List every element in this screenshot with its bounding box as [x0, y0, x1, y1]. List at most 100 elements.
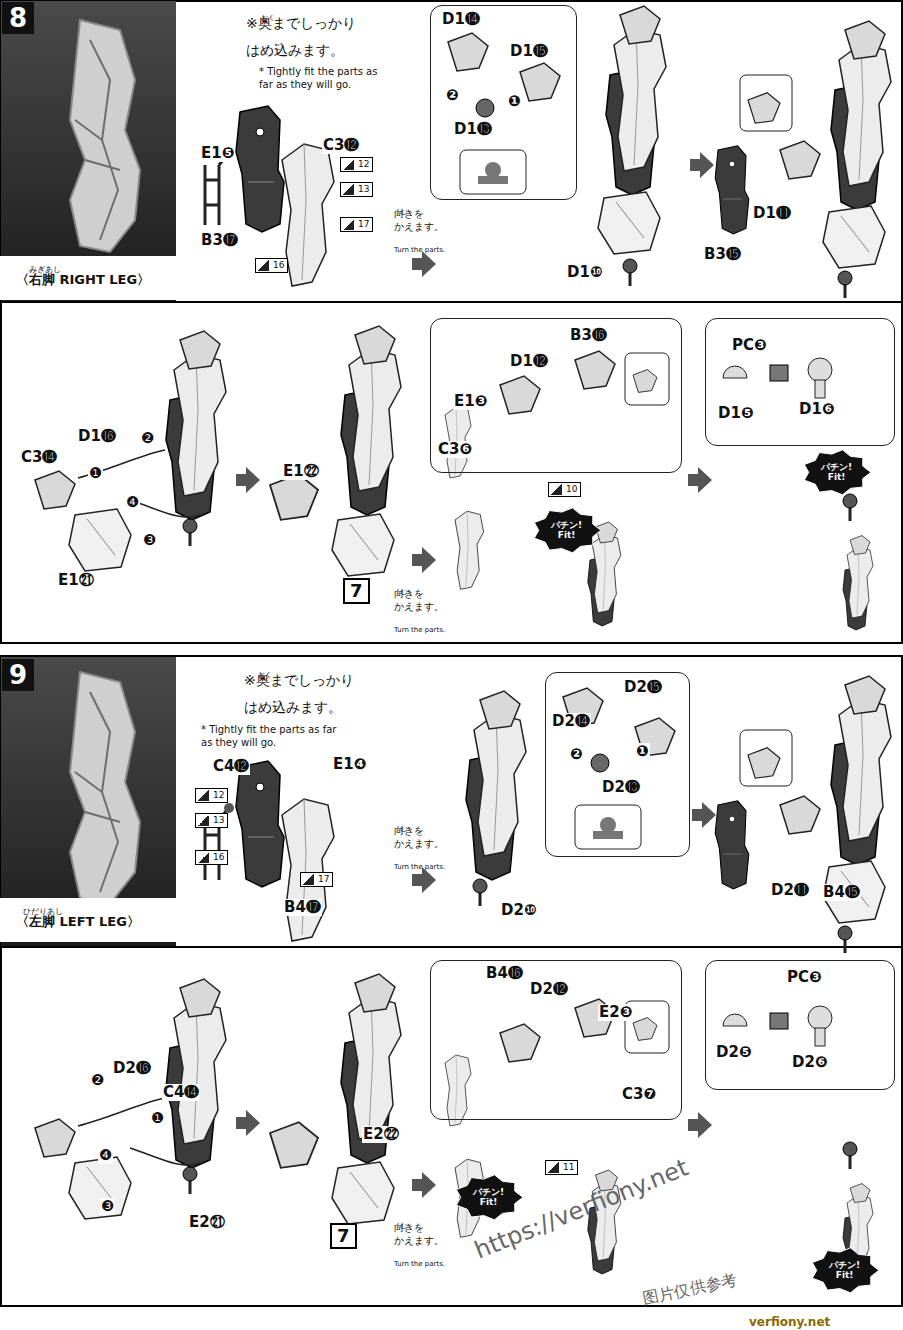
label-slot: C3⓬ — [322, 135, 360, 154]
order-number: ❸ — [100, 1198, 115, 1215]
turn-note-english: Turn the parts. — [393, 626, 446, 634]
fit-text: パチン! — [821, 462, 852, 472]
leg-title-band: 〈右脚 RIGHT LEG〉 — [0, 256, 176, 300]
gate-number: 12 — [213, 789, 224, 802]
part-label: B4⓰ — [485, 965, 524, 982]
fit-burst: パチン!Fit! — [818, 460, 855, 485]
label-slot: D2❿ — [500, 900, 538, 919]
inset-text-slot: D2⓮ — [551, 713, 591, 730]
step-reference-box: 7 — [343, 578, 370, 604]
part-label: ❶ — [635, 743, 650, 760]
gate-marker: 17 — [340, 217, 373, 232]
label-slot: C3⓮ — [20, 447, 58, 466]
turn-note: 向きを かえます。 — [393, 588, 447, 613]
part-label: B3⓱ — [200, 232, 239, 249]
order-number: ❹ — [98, 1147, 113, 1164]
label-slot: C4⓬ — [212, 756, 250, 775]
step-reference-box: 7 — [330, 1223, 357, 1249]
arrow-use — [688, 467, 712, 493]
part-label: D1❻ — [798, 401, 836, 418]
arrow-use — [236, 1110, 260, 1136]
label-slot: みぎあし — [28, 257, 62, 276]
order-number: ❸ — [142, 532, 157, 549]
gate-number: 13 — [358, 183, 369, 196]
part-label: D1⓮ — [441, 11, 481, 28]
inset-text-slot: D2❻ — [791, 1054, 829, 1071]
label-slot: ❶ — [88, 463, 103, 482]
part-label: D1⓬ — [509, 353, 549, 370]
inset-text-slot: D1❻ — [798, 401, 836, 418]
label-slot: 向きを かえます。 — [393, 1222, 447, 1247]
part-label: C3❼ — [621, 1086, 657, 1103]
part-label: E2㉑ — [188, 1214, 226, 1231]
fit-burst: パチン!Fit! — [826, 1258, 863, 1283]
parts-use — [448, 33, 560, 194]
part-label: E1❸ — [453, 393, 488, 410]
label-slot: D2⓫ — [770, 880, 810, 899]
inset-text-slot: E1❸ — [453, 393, 488, 410]
inset-text-slot: PC❸ — [731, 337, 768, 354]
gate-marker: 13 — [340, 182, 373, 197]
inset-text-slot: D2⓬ — [529, 981, 569, 998]
fit-text: Fit! — [821, 472, 852, 482]
label-slot: B3⓱ — [200, 230, 239, 249]
label-slot: ❶ — [150, 1108, 165, 1127]
ball-use — [473, 879, 487, 906]
part-label: D2⓫ — [770, 882, 810, 899]
part-label: D1⓫ — [752, 205, 792, 222]
part-label: C3⓬ — [322, 137, 360, 154]
arrow-use — [412, 251, 436, 277]
part-label: D1⓭ — [453, 121, 493, 138]
label-slot: C4⓮ — [162, 1082, 200, 1101]
burst-outline — [812, 1248, 879, 1293]
ball-use — [623, 259, 637, 286]
label-slot: ❸ — [142, 530, 157, 549]
watermark: https://verfiony.net — [470, 1154, 693, 1266]
gate-number: 17 — [318, 873, 329, 886]
inset-text-slot: E2❸ — [598, 1004, 633, 1021]
note-text-english: * Tightly fit the parts as far as they w… — [258, 66, 386, 91]
part-label: ❷ — [445, 87, 460, 104]
part-label: B4⓯ — [822, 884, 861, 901]
label-slot: 向きを かえます。 — [393, 588, 447, 613]
step-number-box: 9 — [2, 659, 34, 691]
fit-burst: パチン!Fit! — [470, 1185, 507, 1210]
gate-number: 13 — [213, 814, 224, 827]
section-frame — [1, 1, 902, 643]
turn-note-english: Turn the parts. — [393, 863, 446, 871]
inset-text-slot: ❶ — [635, 743, 650, 760]
arrow-use — [690, 152, 714, 178]
part-label: C3❻ — [437, 441, 473, 458]
label-slot: D1⓰ — [77, 426, 117, 445]
label-slot: ※奥までしっかり はめ込みます。 — [245, 10, 369, 63]
step-reference: 7 — [337, 1225, 350, 1247]
foot-use — [598, 192, 660, 254]
fit-text: パチン! — [473, 1187, 504, 1197]
label-slot: こ — [274, 34, 283, 53]
label-slot: 向きを かえます。 — [393, 208, 447, 233]
label-slot: ❹ — [125, 492, 140, 511]
photo-panel — [1, 1, 176, 301]
inset-text-slot: B3⓰ — [569, 327, 608, 344]
part-label: E1㉑ — [57, 572, 95, 589]
label-slot: ❸ — [100, 1196, 115, 1215]
watermark-brand: verfiony.net — [748, 1316, 831, 1330]
photo-leg-use — [70, 20, 140, 252]
part-label: B3⓰ — [569, 327, 608, 344]
label-slot: https://verfiony.net — [470, 1154, 693, 1266]
step-number-box: 8 — [2, 2, 34, 34]
detail-inset: D1⓮D1⓯❷❶D1⓭ — [430, 5, 577, 200]
part-label: D2⓯ — [623, 679, 663, 696]
label-slot: * Tightly fit the parts as far as they w… — [200, 724, 350, 749]
note-text: ※奥までしっかり はめ込みます。 — [245, 10, 369, 63]
inset-text-slot: D2⓯ — [623, 679, 663, 696]
turn-note: 向きを かえます。 — [393, 208, 447, 233]
fit-burst: パチン!Fit! — [548, 518, 585, 543]
detail-inset: PC❸D2❺D2❻ — [705, 960, 895, 1090]
fit-text: Fit! — [551, 530, 582, 540]
turn-note: 向きを かえます。 — [393, 1222, 447, 1247]
step-number: 8 — [9, 2, 27, 34]
inset-text-slot: D1⓭ — [453, 121, 493, 138]
